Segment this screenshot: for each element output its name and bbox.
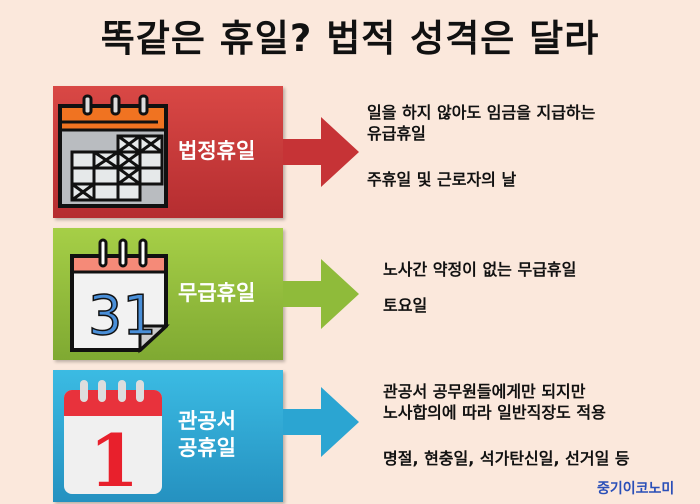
calendar-1-icon: 1 (64, 380, 162, 496)
description-line: 일을 하지 않아도 임금을 지급하는 (367, 103, 596, 122)
description-example: 주휴일 및 근로자의 날 (367, 170, 517, 189)
section-label: 관공서 (178, 409, 236, 433)
description-line: 유급휴일 (367, 124, 426, 143)
section-legal-holiday: 법정휴일 (53, 86, 283, 218)
arrow-right-icon (283, 387, 359, 457)
section-label: 무급휴일 (178, 281, 256, 305)
description-example: 명절, 현충일, 석가탄신일, 선거일 등 (383, 449, 630, 468)
page-title: 똑같은 휴일? 법적 성격은 달라 (100, 17, 600, 60)
section-unpaid-holiday: 31 무급휴일 (53, 228, 283, 360)
calendar-31-icon: 31 (70, 238, 170, 354)
arrow-right-icon (283, 117, 359, 187)
calendar-day-number: 1 (89, 418, 139, 496)
arrow-right-icon (283, 259, 359, 329)
section-public-holiday: 1 관공서 공휴일 (53, 370, 283, 502)
description-example: 토요일 (383, 296, 428, 315)
description-line: 관공서 공무원들에게만 되지만 (383, 382, 586, 401)
description-line: 노사합의에 따라 일반직장도 적용 (383, 403, 606, 422)
section-label: 법정휴일 (178, 139, 256, 163)
calendar-x-icon (58, 94, 168, 208)
section-label: 공휴일 (178, 436, 236, 460)
calendar-day-number: 31 (88, 284, 157, 347)
watermark: 중기이코노미 (597, 481, 675, 497)
description-line: 노사간 약정이 없는 무급휴일 (383, 260, 577, 279)
